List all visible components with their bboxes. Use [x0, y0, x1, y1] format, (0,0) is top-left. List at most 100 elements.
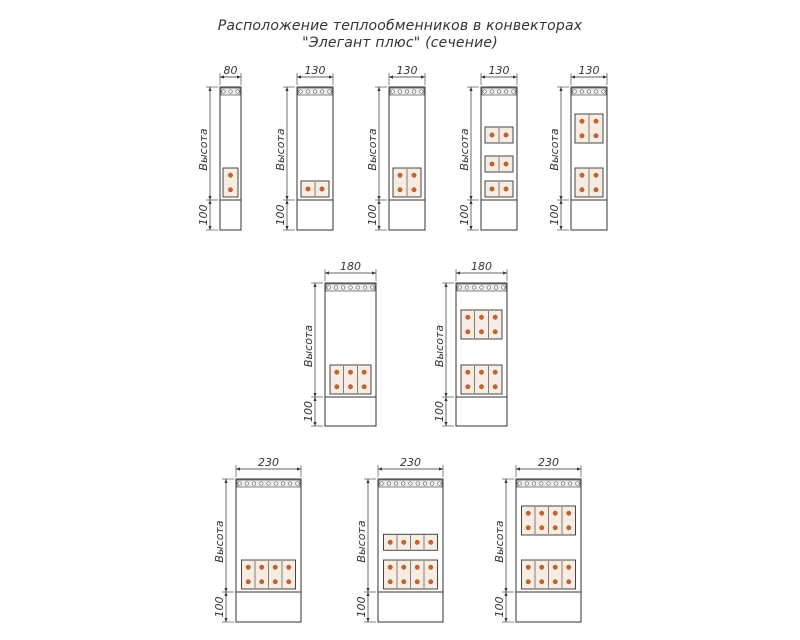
grille-slot-icon [568, 481, 573, 486]
grille-slot-icon [594, 89, 599, 94]
height-label: Высота [213, 520, 226, 562]
height-label: Высота [548, 128, 561, 170]
pipe-icon [334, 369, 340, 375]
pipe-icon [245, 579, 251, 585]
pipe-icon [272, 564, 278, 570]
grille-slot-icon [422, 481, 427, 486]
height-label: Высота [302, 325, 315, 367]
grille-slot-icon [252, 481, 257, 486]
pipe-icon [465, 384, 471, 390]
base-height-label: 100 [355, 597, 368, 618]
pipe-icon [361, 384, 367, 390]
height-label: Высота [355, 520, 368, 562]
pipe-icon [503, 132, 509, 138]
grille-slot-icon [386, 481, 391, 486]
pipe-icon [411, 187, 417, 193]
dimension-arrow-icon [481, 75, 485, 79]
pipe-icon [579, 172, 585, 178]
pipe-icon [397, 187, 403, 193]
width-label: 130 [305, 64, 326, 77]
pipe-icon [539, 564, 545, 570]
grille-slot-icon [501, 285, 506, 290]
section-body [455, 282, 508, 427]
grille-slot-icon [494, 285, 499, 290]
section-body [480, 86, 518, 231]
width-label: 80 [224, 64, 238, 77]
section-body [377, 478, 444, 623]
dimension-arrow-icon [444, 397, 448, 401]
dimension-arrow-icon [325, 271, 329, 275]
grille-slot-icon [327, 89, 332, 94]
grille-slot-icon [333, 285, 338, 290]
grille-slot-icon [244, 481, 249, 486]
pipe-icon [428, 564, 434, 570]
dimension-arrow-icon [236, 467, 240, 471]
width-label: 130 [579, 64, 600, 77]
grille-slot-icon [298, 89, 303, 94]
pipe-icon [348, 369, 353, 375]
grille-slot-icon [430, 481, 435, 486]
width-label: 180 [340, 260, 361, 273]
pipe-icon [428, 579, 434, 585]
pipe-icon [593, 118, 599, 124]
grille-slot-icon [401, 481, 406, 486]
pipe-icon [489, 132, 495, 138]
width-label: 230 [538, 456, 559, 469]
grille-slot-icon [575, 481, 580, 486]
height-label: Высота [458, 128, 471, 170]
pipe-icon [228, 172, 233, 178]
pipe-icon [428, 539, 434, 545]
base-height-label: 100 [302, 401, 315, 422]
grille-slot-icon [363, 285, 368, 290]
grille-slot-icon [412, 89, 417, 94]
pipe-icon [579, 118, 585, 124]
grille-slot-icon [355, 285, 360, 290]
grille-slot-icon [511, 89, 516, 94]
dimension-arrow-icon [389, 75, 393, 79]
grille-slot-icon [370, 285, 375, 290]
section-body [515, 478, 582, 623]
pipe-icon [387, 539, 393, 545]
grille-slot-icon [404, 89, 410, 94]
pipe-icon [414, 579, 420, 585]
dimension-arrow-icon [285, 87, 289, 91]
pipe-icon [401, 564, 407, 570]
pipe-icon [411, 172, 417, 178]
dimension-arrow-icon [372, 271, 376, 275]
height-label: Высота [493, 520, 506, 562]
dimension-arrow-icon [366, 479, 370, 483]
height-label: Высота [197, 128, 210, 170]
dimension-arrow-icon [313, 393, 317, 397]
grille-slot-icon [312, 89, 318, 94]
grille-slot-icon [489, 89, 494, 94]
grille-slot-icon [394, 481, 399, 486]
base-height-label: 100 [274, 205, 287, 226]
pipe-icon [525, 579, 531, 585]
pipe-icon [259, 564, 265, 570]
pipe-icon [319, 186, 325, 192]
base-height-label: 100 [548, 205, 561, 226]
width-label: 130 [489, 64, 510, 77]
grille-slot-icon [532, 481, 537, 486]
dimension-arrow-icon [237, 75, 241, 79]
dimension-arrow-icon [559, 87, 563, 91]
pipe-icon [552, 579, 558, 585]
pipe-icon [489, 161, 495, 167]
dimension-arrow-icon [439, 467, 443, 471]
base-height-label: 100 [433, 401, 446, 422]
heat-exchanger [222, 167, 239, 198]
width-label: 180 [471, 260, 492, 273]
dimension-arrow-icon [603, 75, 607, 79]
grille-slot-icon [457, 285, 462, 290]
dimension-arrow-icon [366, 592, 370, 596]
base-height-label: 100 [197, 205, 210, 226]
grille-slot-icon [524, 481, 529, 486]
diagram-title-line-1: Расположение теплообменников в конвектор… [217, 18, 583, 34]
pipe-icon [593, 133, 599, 139]
pipe-icon [525, 525, 531, 531]
base-height-label: 100 [213, 597, 226, 618]
pipe-icon [593, 187, 599, 193]
